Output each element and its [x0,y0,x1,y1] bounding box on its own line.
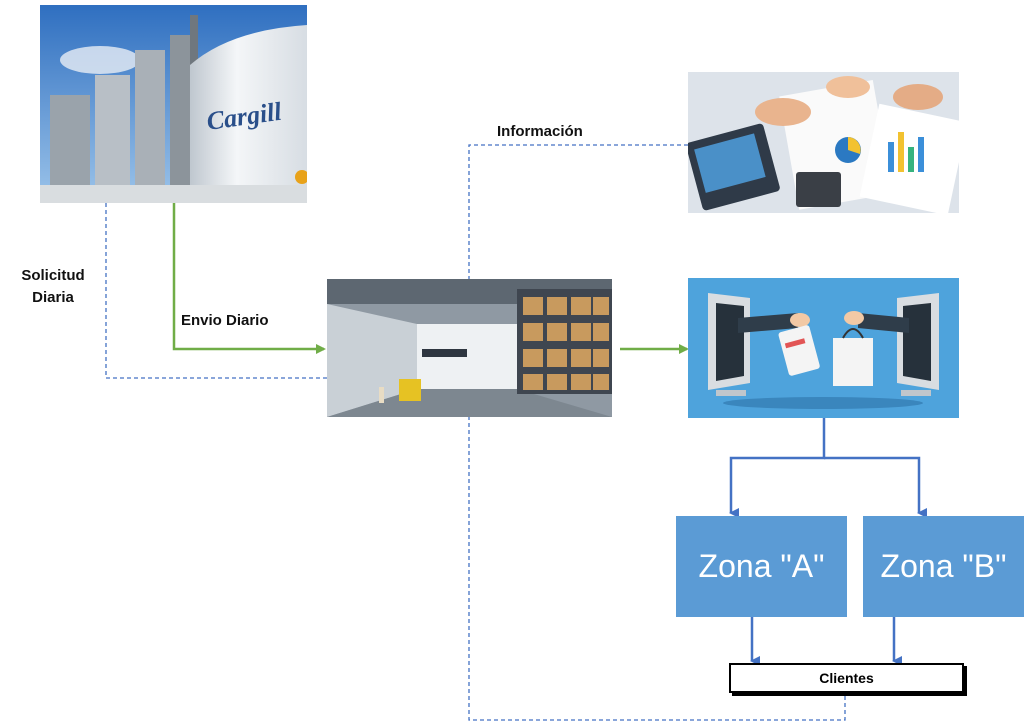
office-documents-photo [688,72,959,213]
ecommerce-illustration [688,278,959,418]
dashed-informacion-line [468,144,688,280]
informacion-label: Información [497,123,583,140]
zone-b-label: Zona "B" [880,548,1007,584]
blue-split-line-b [824,456,927,518]
zone-b-box: Zona "B" [863,516,1024,617]
dashed-solicitud-line [105,203,327,379]
factory-photo: Cargill [40,5,307,203]
blue-split-line [729,418,826,518]
zone-a-label: Zona "A" [698,548,825,584]
envio-diario-label: Envio Diario [181,312,269,329]
clientes-box: Clientes [729,663,964,693]
clientes-label: Clientes [819,670,874,686]
zone-a-box: Zona "A" [676,516,847,617]
solicitud-diaria-label: Solicitud Diaria [21,267,85,306]
warehouse-photo [327,279,612,417]
